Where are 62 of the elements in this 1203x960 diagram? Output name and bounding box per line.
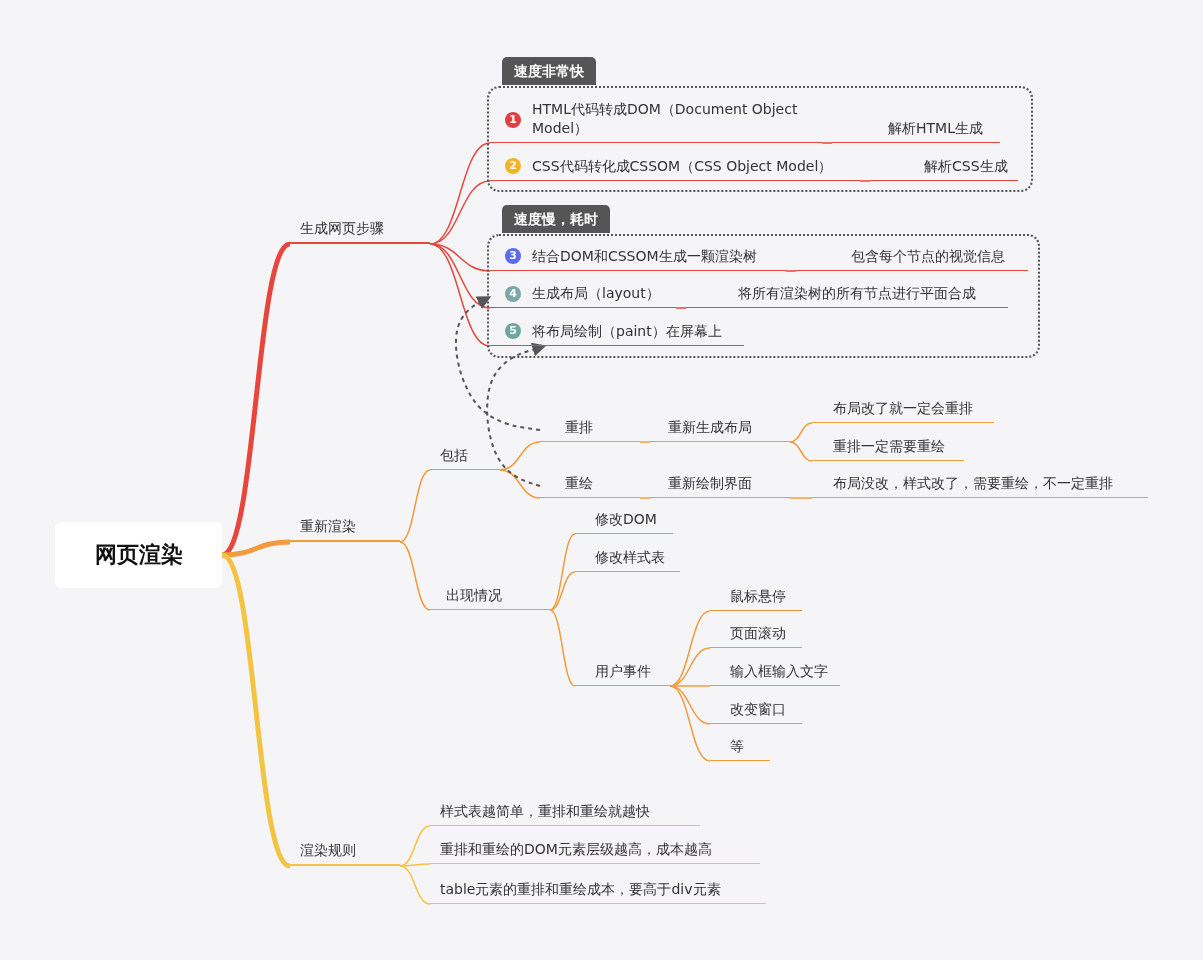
number-badge: 3 bbox=[505, 248, 521, 264]
number-badge: 2 bbox=[505, 158, 521, 174]
topic-label: 将所有渲染树的所有节点进行平面合成 bbox=[686, 282, 1008, 308]
branch-line bbox=[499, 469, 541, 499]
topic-label: 重排 bbox=[540, 416, 640, 442]
branch-line bbox=[429, 243, 491, 309]
topic-label: 出现情况 bbox=[430, 584, 550, 610]
branch-line bbox=[639, 441, 651, 443]
central-topic-box: 网页渲染 bbox=[55, 522, 222, 588]
topic-label: 生成网页步骤 bbox=[290, 208, 430, 244]
branch-line bbox=[669, 685, 711, 725]
number-badge: 4 bbox=[505, 286, 521, 302]
topic-label: 布局改了就一定会重排 bbox=[812, 397, 994, 423]
topic-label: 包含每个节点的视觉信息 bbox=[796, 245, 1028, 271]
branch-line bbox=[549, 609, 576, 687]
topic-label: 等 bbox=[710, 735, 770, 761]
branch-line bbox=[859, 180, 871, 182]
branch-line bbox=[669, 685, 711, 687]
number-badge: 5 bbox=[505, 323, 521, 339]
topic-label: 重排一定需要重绘 bbox=[812, 435, 964, 461]
topic-label: 重新渲染 bbox=[290, 506, 400, 542]
branch-line bbox=[429, 243, 491, 272]
branch-line bbox=[499, 441, 541, 471]
topic-label: 输入框输入文字 bbox=[710, 660, 840, 686]
topic-label: 修改样式表 bbox=[575, 546, 680, 572]
branch-line bbox=[429, 243, 491, 347]
dashed-arrow bbox=[486, 342, 547, 487]
group-heading-tab: 速度非常快 bbox=[502, 57, 596, 85]
branch-line bbox=[399, 469, 431, 543]
topic-label: 鼠标悬停 bbox=[710, 585, 802, 611]
branch-line bbox=[639, 497, 651, 499]
branch-line bbox=[789, 441, 813, 462]
topic-label: 重排和重绘的DOM元素层级越高，成本越高 bbox=[430, 838, 760, 864]
branch-line bbox=[789, 497, 813, 499]
topic-label: 重新绘制界面 bbox=[650, 472, 790, 498]
branch-line bbox=[221, 539, 291, 558]
branch-line bbox=[789, 422, 813, 443]
topic-label: 改变窗口 bbox=[710, 698, 802, 724]
topic-label: 样式表越简单，重排和重绘就越快 bbox=[430, 800, 700, 826]
topic-label: 渲染规则 bbox=[290, 830, 400, 866]
topic-label: table元素的重排和重绘成本，要高于div元素 bbox=[430, 878, 766, 904]
branch-line bbox=[675, 307, 687, 309]
group-heading-tab: 速度慢，耗时 bbox=[502, 205, 610, 233]
branch-line bbox=[821, 142, 833, 144]
topic-label: 修改DOM bbox=[575, 508, 673, 534]
topic-label: 包括 bbox=[430, 444, 500, 470]
topic-label: 用户事件 bbox=[575, 660, 670, 686]
dashed-arrow bbox=[454, 296, 541, 431]
branch-line bbox=[220, 553, 292, 868]
topic-label: 布局没改，样式改了，需要重绘，不一定重排 bbox=[812, 472, 1148, 498]
branch-line bbox=[399, 865, 431, 905]
branch-line bbox=[669, 685, 711, 762]
branch-line bbox=[399, 863, 431, 867]
topic-label: 解析CSS生成 bbox=[870, 155, 1018, 181]
number-badge: 1 bbox=[505, 112, 521, 128]
branch-line bbox=[549, 571, 576, 611]
topic-label: 解析HTML生成 bbox=[832, 117, 1000, 143]
topic-label: 页面滚动 bbox=[710, 622, 802, 648]
topic-label: 重绘 bbox=[540, 472, 640, 498]
branch-line bbox=[399, 541, 431, 611]
branch-line bbox=[785, 270, 797, 272]
topic-label: 重新生成布局 bbox=[650, 416, 790, 442]
